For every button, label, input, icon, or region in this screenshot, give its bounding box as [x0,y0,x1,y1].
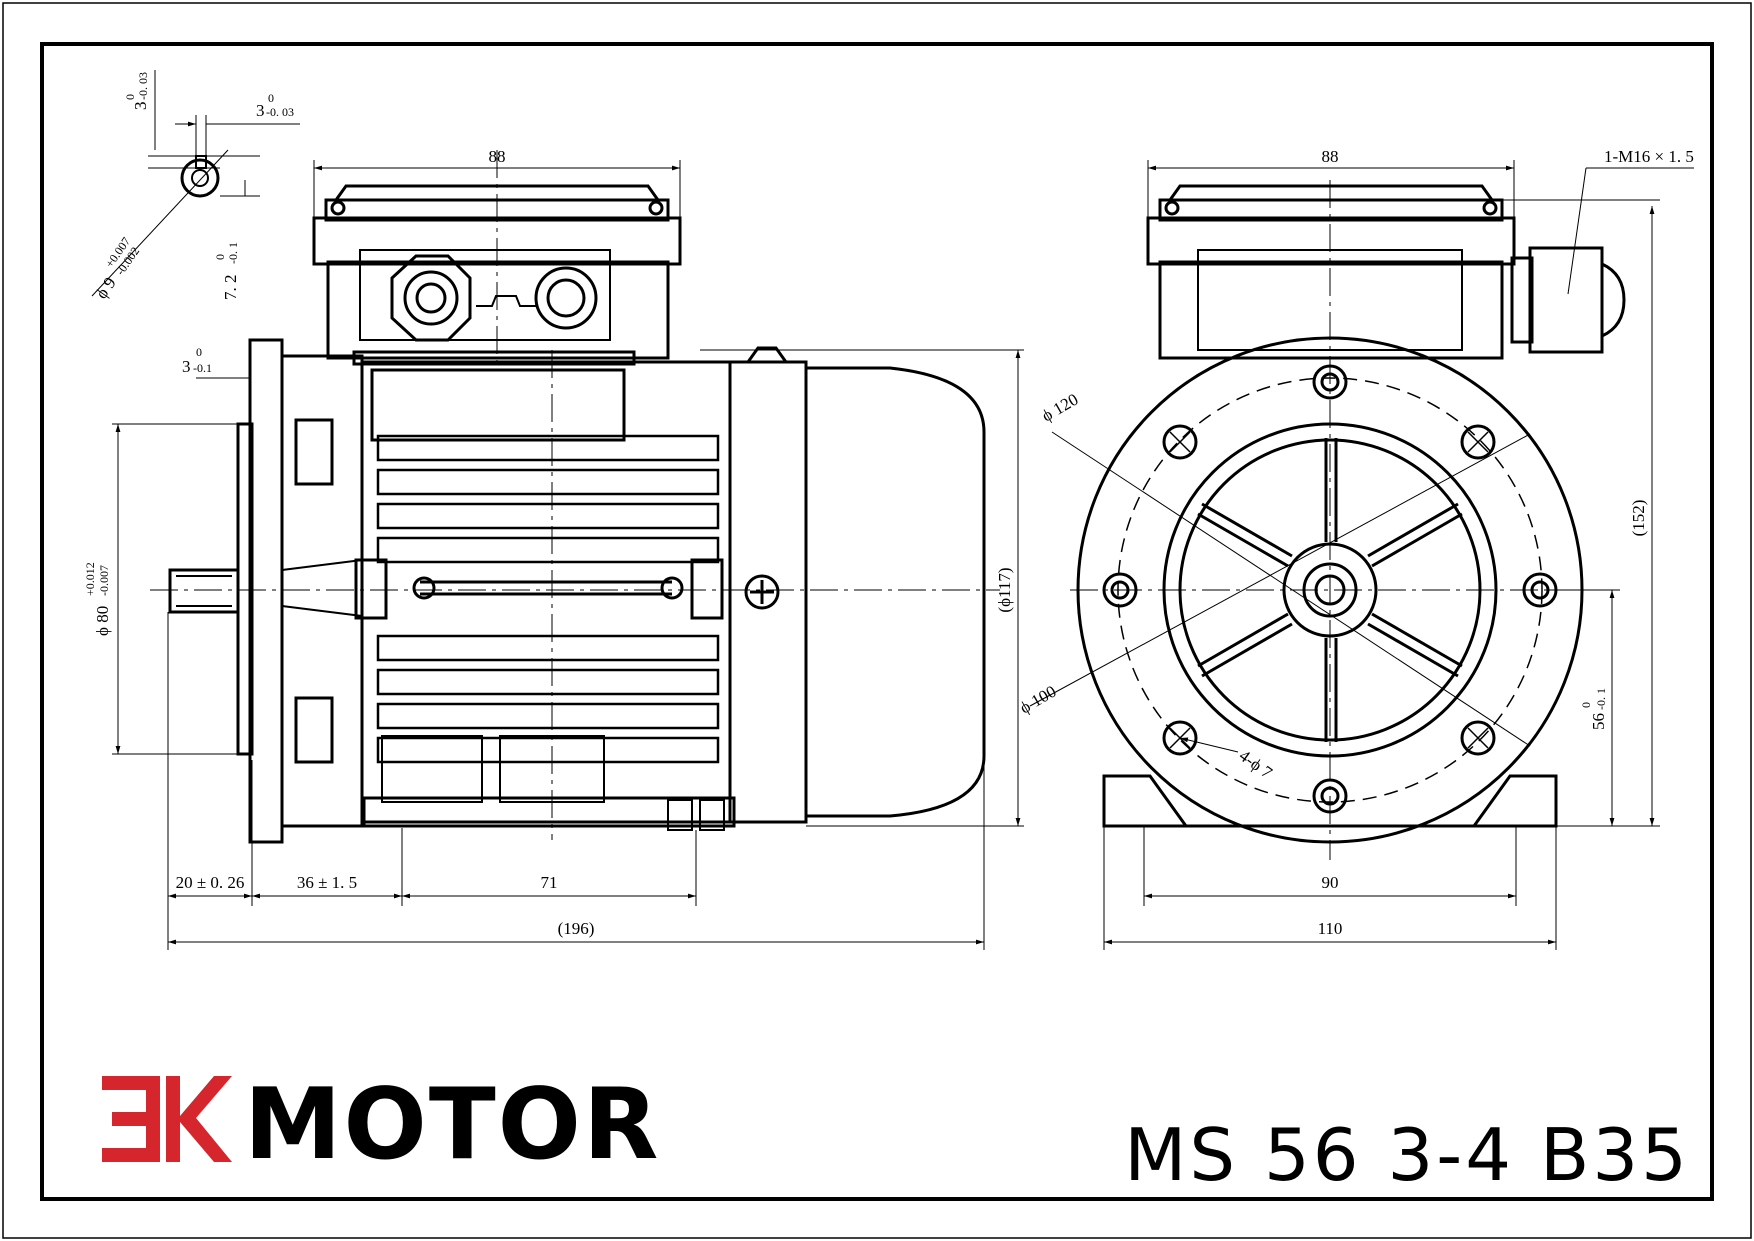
body-dia-label: (ϕ117) [995,567,1014,612]
key-height-tol-lower: -0. 03 [136,72,150,100]
key-depth-label: 7. 2 [221,275,240,301]
overall-height-label: (152) [1629,500,1648,537]
key-depth-tol-lower: -0. 1 [226,242,240,264]
front-view [1070,180,1626,860]
flange-step-tol-lower: -0.1 [193,361,212,375]
flange-step-label: 3 [182,357,191,376]
holes-label: 4-ϕ 7 [1236,746,1277,783]
key-width-tol-lower: -0. 03 [266,105,294,119]
shaft-dia-tol-lower: -0.007 [97,565,111,596]
front-top-width-label: 88 [1322,147,1339,166]
foot-width-label: 110 [1318,919,1343,938]
side-view [150,150,1000,844]
shaft-length-label: 20 ± 0. 26 [176,873,245,892]
brand-name: MOTOR [244,1068,660,1182]
key-width-tol-upper: 0 [268,91,274,105]
ek-logo-mark [102,1076,232,1162]
cable-gland-label: 1-M16 × 1. 5 [1604,147,1694,166]
shaft-dia-tol-upper: +0.012 [83,562,97,596]
model-designation: MS 56 3-4 B35 [1124,1113,1690,1197]
key-shaft-d-label: ϕ 9 [92,274,120,303]
shaft-height-tol-upper: 0 [1579,702,1593,708]
flange-pcd-label: ϕ 120 [1039,390,1082,426]
key-width-label: 3 [256,101,265,120]
flange-step-tol-upper: 0 [196,345,202,359]
front-labels: 88 1-M16 × 1. 5 ϕ 120 ϕ 100 4-ϕ 7 (152) … [1017,147,1694,938]
foot-holes-span-label: 90 [1322,873,1339,892]
shaft-height-label: 56 [1589,713,1608,730]
flange-to-foot-label: 36 ± 1. 5 [297,873,357,892]
front-dimensions [1029,160,1694,950]
inner-border [40,42,1714,1201]
overall-length-label: (196) [558,919,595,938]
foot-span-label: 71 [541,873,558,892]
key-height-label: 3 [131,102,150,111]
side-labels: 88 3 0 -0.1 ϕ 80 +0.012 -0.007 (ϕ117) 20… [83,147,1014,938]
brand-logo: MOTOR [102,1068,660,1182]
key-labels: 3 0 -0. 03 3 0 -0. 03 ϕ 9 +0.007 -0.002 … [92,72,294,303]
key-height-tol-upper: 0 [123,94,137,100]
side-top-width-label: 88 [489,147,506,166]
shaft-dia-label: ϕ 80 [93,606,112,636]
key-detail [91,70,300,297]
key-depth-tol-upper: 0 [213,254,227,260]
shaft-height-tol-lower: -0. 1 [1594,688,1608,710]
spigot-dia-label: ϕ 100 [1017,682,1060,718]
side-dimensions [112,160,1024,950]
